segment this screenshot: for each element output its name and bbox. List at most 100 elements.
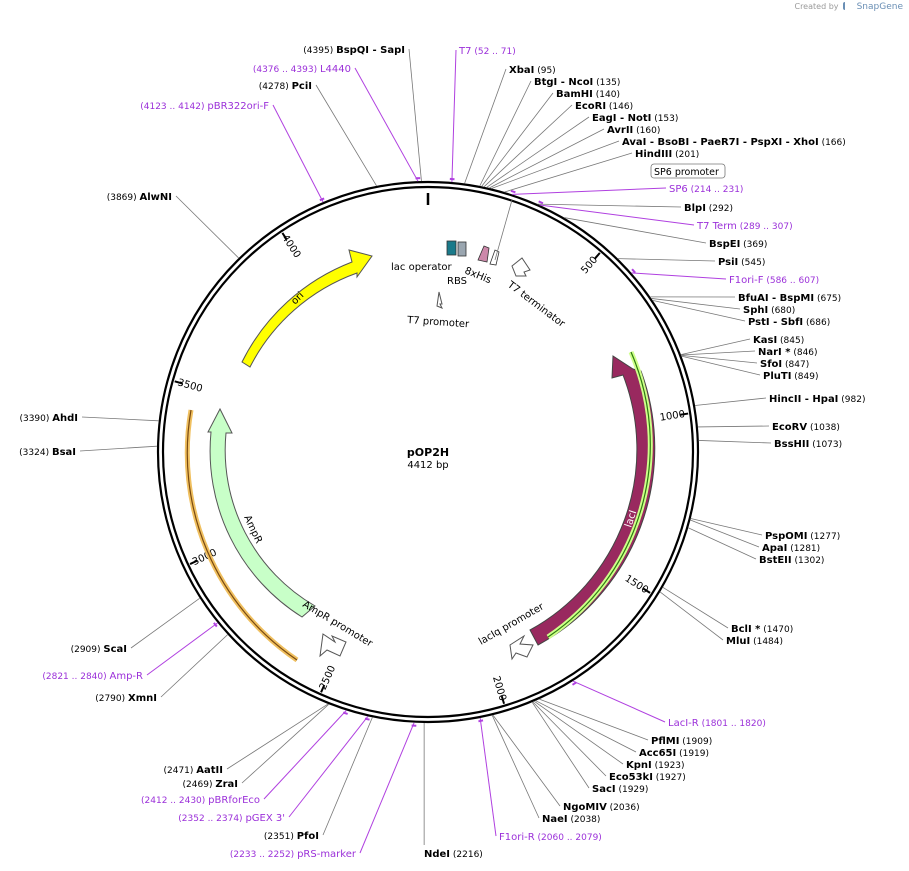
- enzyme-label[interactable]: ApaI (1281): [762, 543, 820, 554]
- primer-label[interactable]: (4123 .. 4142) pBR322ori-F: [140, 101, 269, 112]
- enzyme-label[interactable]: PluTI (849): [763, 371, 818, 382]
- site-position: (680): [768, 306, 795, 316]
- enzyme-label[interactable]: PflMI (1909): [651, 736, 712, 747]
- site-name: L4440: [320, 64, 351, 75]
- primer-label[interactable]: F1ori-F (586 .. 607): [729, 275, 819, 286]
- site-name: BamHI: [556, 89, 593, 100]
- leader-line: [288, 715, 369, 818]
- enzyme-label[interactable]: BspEI (369): [709, 239, 767, 250]
- primer-mark: [631, 268, 636, 274]
- enzyme-label[interactable]: NaeI (2038): [542, 814, 600, 825]
- enzyme-label[interactable]: AvrII (160): [607, 125, 660, 136]
- primer-label[interactable]: (4376 .. 4393) L4440: [253, 64, 351, 75]
- primer-label[interactable]: T7 (52 .. 71): [458, 46, 516, 57]
- site-position: (369): [740, 240, 767, 250]
- site-position: (1919): [676, 749, 709, 759]
- sp6-promoter-box[interactable]: SP6 promoter: [650, 163, 726, 179]
- enzyme-label[interactable]: PsiI (545): [718, 257, 765, 268]
- enzyme-label[interactable]: (2469) ZraI: [183, 779, 238, 790]
- primer-label[interactable]: SP6 (214 .. 231): [669, 184, 743, 195]
- site-position: (2038): [568, 815, 601, 825]
- primer-label[interactable]: F1ori-R (2060 .. 2079): [499, 832, 602, 843]
- primer-label[interactable]: T7 Term (289 .. 307): [696, 221, 793, 232]
- enzyme-label[interactable]: NdeI (2216): [424, 849, 483, 860]
- enzyme-label[interactable]: KasI (845): [753, 335, 804, 346]
- tick-mark: [680, 412, 689, 416]
- leader-line: [160, 634, 228, 698]
- primer-label[interactable]: (2352 .. 2374) pGEX 3': [178, 813, 285, 824]
- site-name: XmnI: [128, 693, 157, 704]
- leader-line: [359, 722, 415, 854]
- site-position: (2352 .. 2374): [178, 814, 245, 824]
- site-suffix: - NotI: [616, 113, 651, 124]
- enzyme-label[interactable]: NgoMIV (2036): [563, 802, 640, 813]
- feature-ampr-promoter[interactable]: AmpR promoter: [300, 599, 375, 658]
- site-name: PsiI: [718, 257, 738, 268]
- feature-8xhis[interactable]: 8xHis: [463, 245, 500, 286]
- enzyme-label[interactable]: PstI - SbfI (686): [748, 317, 830, 328]
- enzyme-label[interactable]: EagI - NotI (153): [592, 113, 678, 124]
- enzyme-label[interactable]: AvaI - BsoBI - PaeR7I - PspXI - XhoI (16…: [622, 137, 846, 148]
- enzyme-label[interactable]: (4278) PciI: [259, 81, 312, 92]
- primer-label[interactable]: (2412 .. 2430) pBRforEco: [141, 795, 260, 806]
- site-suffix: - BspMI: [769, 293, 815, 304]
- enzyme-label[interactable]: HincII - HpaI (982): [769, 394, 865, 405]
- site-position: (1038): [807, 423, 840, 433]
- enzyme-label[interactable]: Acc65I (1919): [639, 748, 709, 759]
- enzyme-label[interactable]: SfoI (847): [760, 359, 809, 370]
- enzyme-label[interactable]: PspOMI (1277): [765, 531, 840, 542]
- feature-t7-promoter[interactable]: T7 promoter: [406, 291, 471, 330]
- enzyme-label[interactable]: BclI * (1470): [731, 624, 793, 635]
- enzyme-label[interactable]: XbaI (95): [509, 65, 556, 76]
- site-position: (675): [814, 294, 841, 304]
- tick-mark: [642, 587, 651, 594]
- tick-label: 1000: [659, 409, 686, 424]
- enzyme-label[interactable]: Eco53kI (1927): [609, 772, 686, 783]
- enzyme-label[interactable]: EcoRV (1038): [772, 422, 840, 433]
- enzyme-label[interactable]: KpnI (1923): [626, 760, 685, 771]
- site-name: NarI *: [758, 347, 791, 358]
- site-position: (849): [791, 372, 818, 382]
- site-position: (166): [819, 138, 846, 148]
- enzyme-label[interactable]: (2790) XmnI: [95, 693, 157, 704]
- enzyme-label[interactable]: BfuAI - BspMI (675): [738, 293, 841, 304]
- enzyme-label[interactable]: (2909) ScaI: [71, 644, 127, 655]
- site-name: KpnI: [626, 760, 652, 771]
- enzyme-label[interactable]: EcoRI (146): [575, 101, 633, 112]
- enzyme-label[interactable]: BlpI (292): [684, 203, 733, 214]
- site-name: BspQI: [336, 45, 369, 56]
- enzyme-label[interactable]: SacI (1929): [592, 784, 648, 795]
- feature-rbs[interactable]: RBS: [447, 276, 467, 287]
- feature-ori[interactable]: ori: [241, 249, 373, 368]
- tick-label: 2500: [318, 664, 338, 692]
- site-name: AvaI: [622, 137, 646, 148]
- enzyme-label[interactable]: (3869) AlwNI: [107, 192, 172, 203]
- enzyme-label[interactable]: BstEII (1302): [759, 555, 824, 566]
- enzyme-label[interactable]: (2351) PfoI: [264, 831, 319, 842]
- leader-line: [491, 140, 620, 189]
- tick-label: 1500: [623, 573, 650, 596]
- enzyme-label[interactable]: (3324) BsaI: [19, 447, 76, 458]
- feature-lac-operator[interactable]: lac operator: [391, 240, 467, 273]
- enzyme-label[interactable]: BssHII (1073): [774, 439, 842, 450]
- site-name: BssHII: [774, 439, 809, 450]
- site-name: BfuAI: [738, 293, 769, 304]
- enzyme-label[interactable]: HindIII (201): [635, 149, 699, 160]
- feature-t7-terminator[interactable]: T7 terminator: [504, 257, 567, 330]
- enzyme-label[interactable]: (2471) AatII: [163, 765, 223, 776]
- plasmid-backbone: [156, 180, 700, 724]
- tick-label: 500: [579, 255, 600, 277]
- enzyme-label[interactable]: BamHI (140): [556, 89, 620, 100]
- enzyme-label[interactable]: MluI (1484): [726, 636, 783, 647]
- primer-label[interactable]: (2233 .. 2252) pRS-marker: [230, 849, 357, 860]
- primer-label[interactable]: LacI-R (1801 .. 1820): [668, 718, 766, 729]
- enzyme-label[interactable]: (4395) BspQI - SapI: [303, 45, 405, 56]
- leader-line: [534, 700, 624, 765]
- enzyme-label[interactable]: BtgI - NcoI (135): [534, 77, 620, 88]
- leader-line: [489, 128, 605, 189]
- enzyme-label[interactable]: NarI * (846): [758, 347, 818, 358]
- primer-label[interactable]: (2821 .. 2840) Amp-R: [42, 671, 143, 682]
- site-name: T7: [458, 46, 471, 57]
- enzyme-label[interactable]: (3390) AhdI: [19, 413, 78, 424]
- enzyme-label[interactable]: SphI (680): [743, 305, 795, 316]
